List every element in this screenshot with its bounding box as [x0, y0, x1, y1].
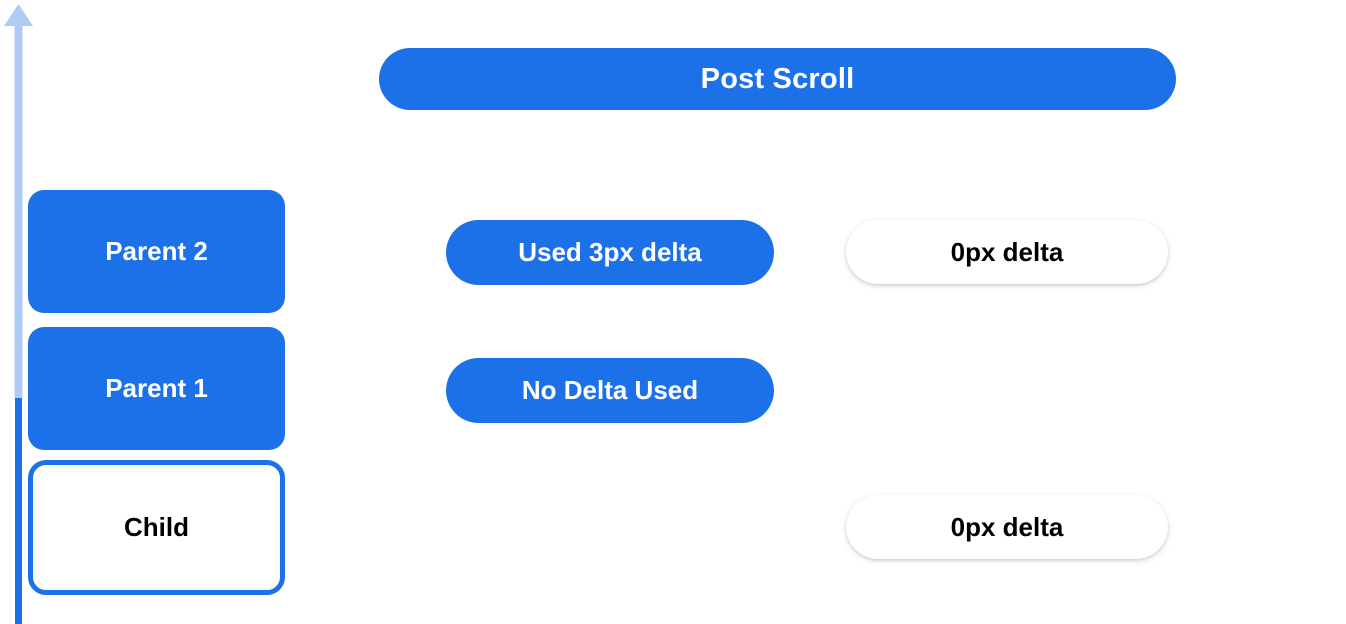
post-scroll-banner: Post Scroll	[379, 48, 1176, 110]
scroll-up-arrow	[0, 0, 40, 398]
stack-box-parent-2: Parent 2	[28, 190, 285, 313]
scroll-down-arrow-icon	[15, 398, 22, 624]
post-scroll-banner-label: Post Scroll	[700, 62, 855, 95]
pill-no-delta-used: No Delta Used	[446, 358, 774, 423]
stack-box-parent-2-label: Parent 2	[105, 236, 208, 266]
pill-used-3px-delta-label: Used 3px delta	[518, 237, 702, 267]
stack-box-child-label: Child	[124, 512, 189, 542]
scroll-up-arrow-icon	[4, 4, 33, 398]
pill-0px-delta-bottom-label: 0px delta	[950, 511, 1064, 542]
pill-0px-delta-bottom: 0px delta	[846, 495, 1168, 559]
stack-box-child: Child	[28, 460, 285, 595]
stack-box-parent-1: Parent 1	[28, 327, 285, 450]
stack-box-parent-1-label: Parent 1	[105, 373, 208, 403]
pill-0px-delta-top-label: 0px delta	[950, 236, 1064, 267]
pill-0px-delta-top: 0px delta	[846, 220, 1168, 284]
pill-no-delta-used-label: No Delta Used	[521, 375, 699, 405]
pill-used-3px-delta: Used 3px delta	[446, 220, 774, 285]
scroll-down-arrow	[0, 398, 40, 624]
